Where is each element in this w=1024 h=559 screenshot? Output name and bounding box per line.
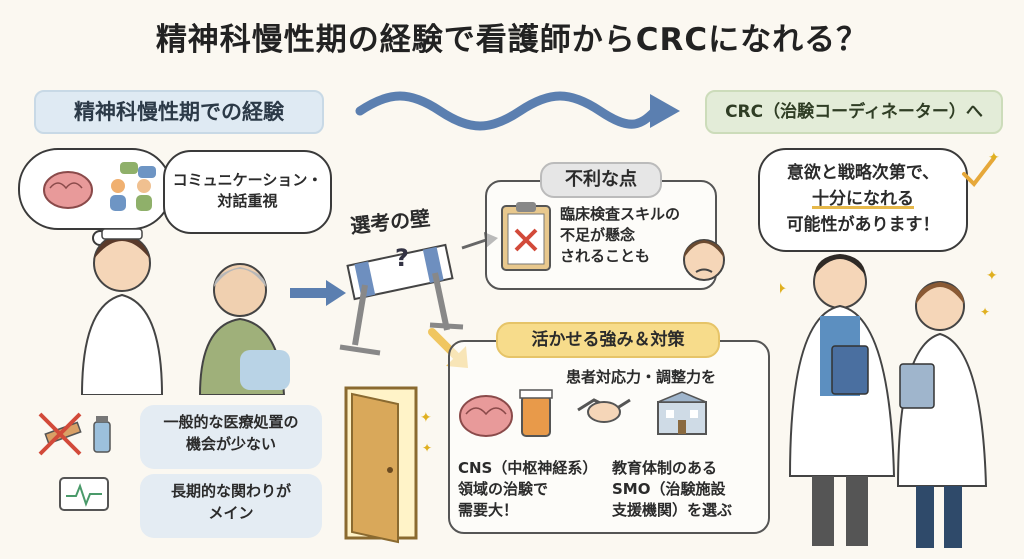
communication-bubble: コミュニケーション・ 対話重視 (163, 150, 332, 234)
possibility-line-3: 可能性があります！ (786, 215, 940, 235)
disadvantage-line-1: 臨床検査スキルの (560, 205, 681, 223)
svg-text:✦: ✦ (980, 305, 990, 319)
smo-line-2: SMO（治験施設 (612, 480, 726, 498)
crc-doctors-illustration: ✦ ✦ ✦ (780, 254, 998, 548)
left-item-1: 一般的な医療処置の 機会が少ない (140, 405, 322, 469)
possibility-bubble: 意欲と戦略次第で、 十分になれる 可能性があります！ (758, 148, 968, 252)
disadvantage-line-2: 不足が懸念 (560, 226, 636, 244)
right-arrow-icon (290, 280, 346, 306)
left-item-1-line-2: 機会が少ない (185, 435, 276, 453)
brain-medicine-icon (459, 389, 553, 437)
left-item-2-line-2: メイン (208, 504, 254, 522)
barrier-question-mark: ? (395, 244, 409, 272)
left-section-header: 精神科慢性期での経験 (34, 90, 324, 134)
right-section-header: CRC（治験コーディネーター）へ (705, 90, 1003, 134)
left-item-1-line-1: 一般的な医療処置の (163, 413, 299, 431)
svg-text:✦: ✦ (988, 150, 1000, 166)
svg-text:✦: ✦ (986, 268, 998, 284)
strengths-title: 活かせる強み＆対策 (496, 322, 720, 358)
thought-bubble (18, 148, 172, 230)
smo-line-1: 教育体制のある (612, 459, 718, 477)
communication-line-1: コミュニケーション・ (172, 171, 323, 189)
cns-line-1: CNS（中枢神経系） (458, 459, 598, 477)
possibility-line-1: 意欲と戦略次第で、 (786, 163, 940, 183)
brain-people-icon (43, 162, 156, 211)
disadvantage-line-3: されることも (560, 247, 651, 265)
handshake-icon (577, 398, 631, 423)
possibility-line-2: 十分になれる (812, 189, 914, 209)
smo-text: 教育体制のある SMO（治験施設 支援機関）を選ぶ (612, 458, 732, 521)
cns-text: CNS（中枢神経系） 領域の治験で 需要大！ (458, 458, 597, 521)
svg-text:✦: ✦ (420, 410, 432, 426)
communication-line-2: 対話重視 (217, 192, 278, 210)
svg-text:✦: ✦ (422, 441, 432, 455)
building-icon (657, 391, 707, 435)
sparkle-check-icon: ✦ (962, 150, 1000, 188)
cns-line-3: 需要大！ (458, 501, 519, 519)
page-title: 精神科慢性期の経験で看護師からCRCになれる？ (155, 22, 869, 58)
open-door-icon: ✦ ✦ (344, 386, 432, 544)
disadvantage-title: 不利な点 (540, 162, 662, 198)
chair (240, 350, 290, 390)
no-syringe-icon (38, 412, 111, 456)
cns-line-2: 領域の治験で (458, 480, 549, 498)
wavy-arrow-icon (355, 91, 680, 131)
left-item-2: 長期的な関わりが メイン (140, 474, 322, 538)
barrier-icon (339, 243, 464, 356)
clipboard-x-icon (501, 202, 551, 271)
strengths-top-text: 患者対応力・調整力を (566, 368, 717, 386)
monitor-icon (59, 477, 109, 511)
left-item-2-line-1: 長期的な関わりが (170, 482, 291, 500)
disadvantage-text: 臨床検査スキルの 不足が懸念 されることも (560, 204, 680, 267)
worried-face-icon (683, 239, 725, 281)
svg-text:✦: ✦ (780, 279, 787, 298)
strengths-box (448, 340, 770, 534)
smo-line-3: 支援機関）を選ぶ (612, 501, 733, 519)
